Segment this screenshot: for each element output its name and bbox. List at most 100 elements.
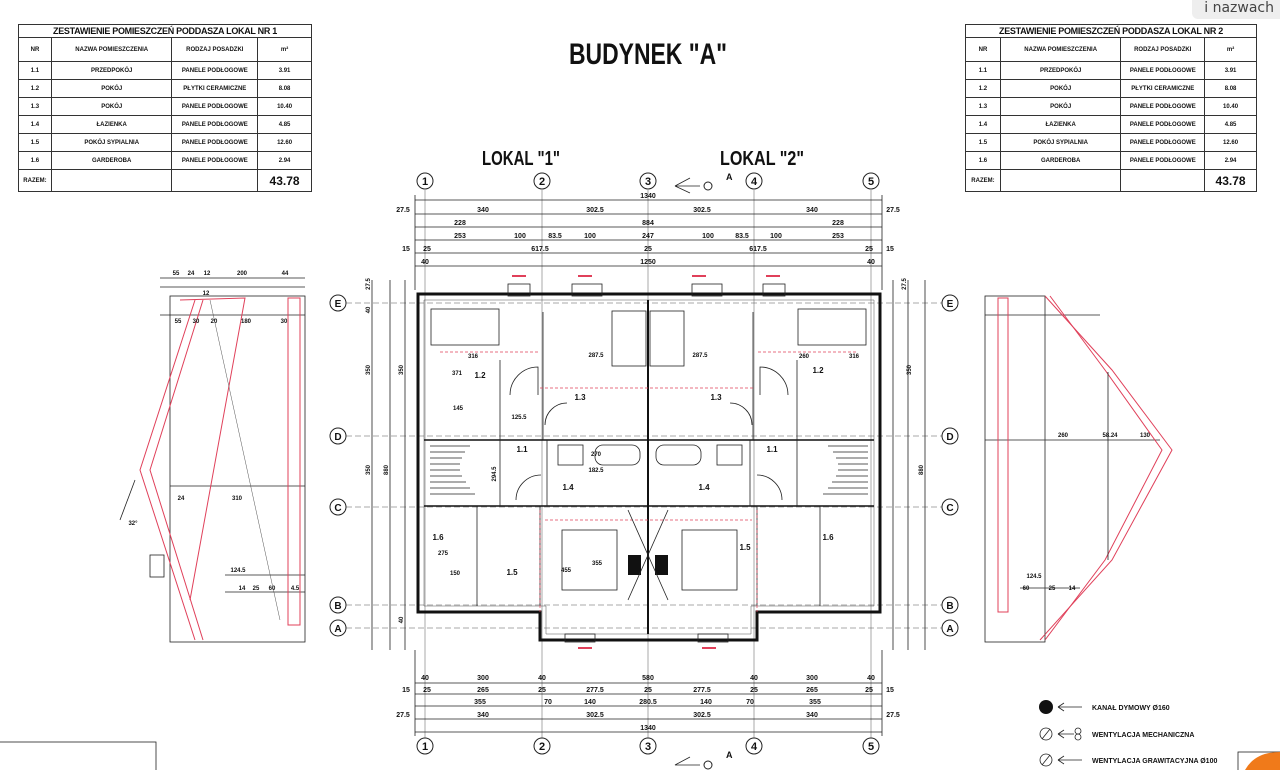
section-right [984, 295, 1173, 643]
section-dimension: 124.5 [1026, 574, 1042, 580]
dimension-label: 1250 [640, 259, 656, 266]
dimension-label: 350 [399, 364, 405, 375]
section-dimension: 24 [188, 271, 195, 277]
dimension-label: 228 [454, 220, 466, 227]
dimension-label: 40 [366, 306, 372, 313]
room-label: 1.3 [574, 393, 586, 402]
dimension-label: 40 [867, 259, 875, 266]
dimension-label: 83.5 [735, 233, 749, 240]
legend-label: WENTYLACJA GRAWITACYJNA Ø100 [1092, 758, 1217, 765]
dimension-label: 253 [832, 233, 844, 240]
dimension-label: 247 [642, 233, 654, 240]
room-label: 1.1 [516, 445, 528, 454]
dimension-label: 277.5 [586, 687, 604, 694]
dimension-label: 40 [750, 675, 758, 682]
dimension-label: 15 [886, 246, 894, 253]
col-header: NAZWA POMIESZCZENIA [999, 37, 1122, 62]
dimension-label: 302.5 [693, 207, 711, 214]
dimension-label: 15 [402, 687, 410, 694]
axis-bubble [862, 172, 880, 190]
axis-bubble [941, 596, 959, 614]
axis-bubble [941, 294, 959, 312]
room-label: 1.1 [766, 445, 778, 454]
section-dimension: 58.24 [1102, 433, 1118, 439]
axis-label: E [947, 299, 954, 310]
dimension-label: 27.5 [902, 278, 908, 290]
total-label: RAZEM: [18, 169, 52, 192]
axis-bubble [329, 596, 347, 614]
dimension-label: 280.5 [639, 699, 657, 706]
building-title: BUDYNEK "A" [569, 38, 727, 71]
axis-label: 4 [751, 176, 758, 188]
plan-dimension: 455 [561, 568, 572, 574]
table-total-row: RAZEM: 43.78 [18, 169, 312, 192]
dimension-label: 27.5 [886, 207, 900, 214]
section-dimension: 30 [281, 319, 288, 325]
dimension-label: 617.5 [749, 246, 767, 253]
section-cut-marker-top: A [674, 172, 733, 194]
dimension-lines-top [414, 195, 883, 290]
dimension-label: 25 [538, 687, 546, 694]
plan-dimension: 182.5 [588, 468, 604, 474]
dimension-label: 25 [644, 687, 652, 694]
plan-dimension: 316 [849, 354, 860, 360]
room-label: 1.5 [739, 543, 751, 552]
dimension-label: 70 [746, 699, 754, 706]
section-dimension: 60 [269, 586, 276, 592]
section-label: A [726, 750, 733, 760]
plan-dimension: 275 [438, 551, 449, 557]
axis-label: 5 [868, 176, 874, 188]
dimension-label: 40 [867, 675, 875, 682]
dimension-label: 25 [644, 246, 652, 253]
dimension-label: 15 [886, 687, 894, 694]
section-dimension: 55 [173, 271, 180, 277]
axis-label: 1 [422, 741, 428, 753]
section-dimension: 20 [211, 319, 218, 325]
dimension-label: 70 [544, 699, 552, 706]
plan-dimension: 270 [591, 452, 602, 458]
dimension-label: 350 [907, 364, 913, 375]
section-dimension: 12 [204, 271, 211, 277]
gravity-ventilation-icon [1039, 753, 1082, 767]
dimension-lines-bottom [414, 650, 883, 736]
dimension-label: 27.5 [886, 712, 900, 719]
axis-label: A [946, 624, 953, 635]
dimension-label: 1340 [640, 193, 656, 200]
section-dimension: 180 [241, 319, 252, 325]
plan-dimension: 316 [468, 354, 479, 360]
logo [1237, 751, 1280, 770]
dimension-label: 253 [454, 233, 466, 240]
col-header: NR [18, 37, 52, 62]
dimension-label: 100 [514, 233, 526, 240]
section-dimension: 4.5 [291, 586, 300, 592]
dimension-lines-sides [371, 280, 926, 650]
room-table-lokal-2: ZESTAWIENIE POMIESZCZEŃ PODDASZA LOKAL N… [965, 24, 1257, 192]
section-dimension: 60 [1023, 586, 1030, 592]
section-dimension: 55 [175, 319, 182, 325]
dimension-label: 580 [642, 675, 654, 682]
section-left [119, 277, 306, 643]
total-label: RAZEM: [965, 169, 1001, 192]
axis-bubble [329, 427, 347, 445]
section-dimension: 12 [203, 291, 210, 297]
room-labels: 1.21.31.11.41.61.51.21.31.11.41.61.53163… [432, 353, 859, 577]
dimension-label: 300 [477, 675, 489, 682]
section-dimension: 30 [193, 319, 200, 325]
dimension-label: 340 [806, 207, 818, 214]
section-dimension: 25 [253, 586, 260, 592]
dimension-label: 40 [421, 675, 429, 682]
dimension-label: 140 [584, 699, 596, 706]
dimension-label: 25 [865, 246, 873, 253]
axis-label: E [335, 299, 342, 310]
plan-dimension: 355 [592, 561, 603, 567]
lokal-2-label: LOKAL "2" [720, 148, 804, 170]
dimension-label: 100 [584, 233, 596, 240]
legend-label: WENTYLACJA MECHANICZNA [1092, 732, 1194, 739]
table-header-row: NR NAZWA POMIESZCZENIA RODZAJ POSADZKI m… [965, 37, 1257, 62]
axis-bubble [941, 619, 959, 637]
axis-bubble [329, 619, 347, 637]
plan-dimension: 294.5 [492, 466, 498, 482]
